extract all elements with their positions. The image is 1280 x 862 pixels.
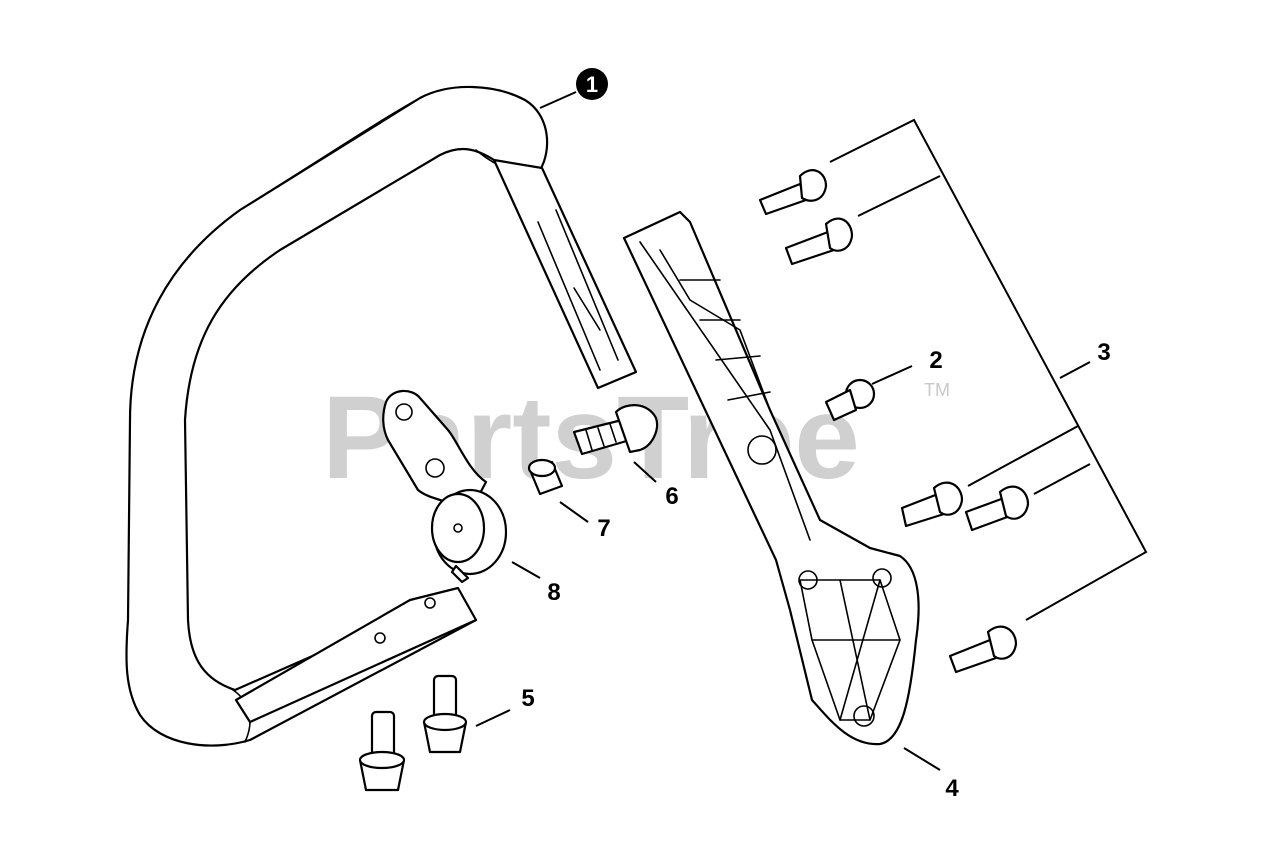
callout-label-1: 1 xyxy=(586,72,598,97)
callout-label-4[interactable]: 4 xyxy=(945,775,959,802)
part-bracket[interactable] xyxy=(382,389,508,584)
part-handle-plate[interactable] xyxy=(622,210,920,746)
part-bolt[interactable] xyxy=(572,404,659,456)
callout-badge xyxy=(576,68,608,100)
screw-d[interactable] xyxy=(964,485,1030,532)
part-screw-set[interactable] xyxy=(758,169,1030,674)
part-spacer[interactable] xyxy=(527,458,564,496)
callout-label-5[interactable]: 5 xyxy=(521,685,534,712)
callout-label-2[interactable]: 2 xyxy=(929,347,942,374)
callout-label-3[interactable]: 3 xyxy=(1097,339,1110,366)
pin-b[interactable] xyxy=(422,674,468,754)
screw-e[interactable] xyxy=(948,625,1018,674)
callout-1[interactable]: 1 xyxy=(576,68,608,100)
callout-label-7[interactable]: 7 xyxy=(597,515,610,542)
screw-c[interactable] xyxy=(900,481,964,528)
screw-a[interactable] xyxy=(758,169,828,216)
part-plug[interactable] xyxy=(824,378,876,422)
screw-b[interactable] xyxy=(784,217,854,266)
callout-label-6[interactable]: 6 xyxy=(665,483,678,510)
part-pins[interactable] xyxy=(358,674,468,792)
watermark-trademark: TM xyxy=(924,380,950,400)
leader-lines xyxy=(475,91,1148,771)
part-front-handle-bar[interactable] xyxy=(125,85,638,747)
callout-label-8[interactable]: 8 xyxy=(547,579,560,606)
pin-a[interactable] xyxy=(358,710,406,792)
